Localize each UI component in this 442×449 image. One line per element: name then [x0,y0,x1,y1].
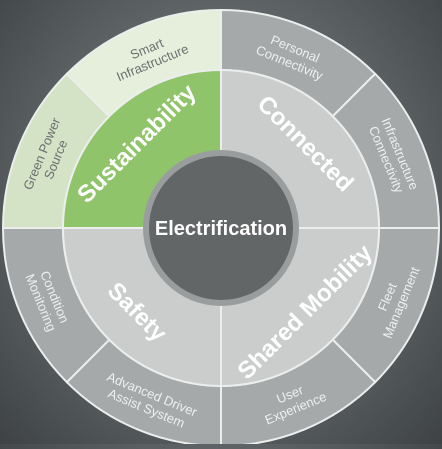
center-hub [149,156,293,300]
center-label: Electrification [155,218,287,240]
